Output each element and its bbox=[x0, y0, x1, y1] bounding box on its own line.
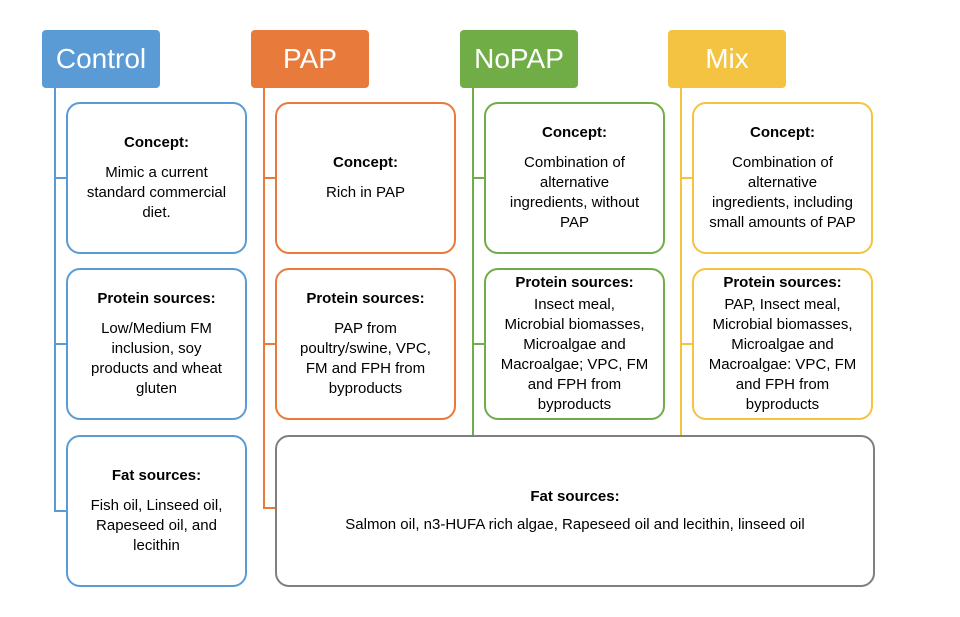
control-fat-box: Fat sources: Fish oil, Linseed oil, Rape… bbox=[66, 435, 247, 587]
mix-concept-text: Combination of alternative ingredients, … bbox=[709, 154, 856, 231]
mix-connector-concept bbox=[680, 177, 693, 179]
mix-connector-protein bbox=[680, 343, 693, 345]
pap-connector-concept bbox=[263, 177, 276, 179]
mix-header: Mix bbox=[668, 30, 786, 88]
control-protein-box: Protein sources: Low/Medium FM inclusion… bbox=[66, 268, 247, 420]
control-fat-text: Fish oil, Linseed oil, Rapeseed oil, and… bbox=[90, 497, 223, 554]
control-protein-title: Protein sources: bbox=[97, 290, 216, 307]
pap-connector-fat bbox=[263, 507, 276, 509]
nopap-protein-box: Protein sources: Insect meal, Microbial … bbox=[484, 268, 665, 420]
pap-protein-box: Protein sources: PAP from poultry/swine,… bbox=[275, 268, 456, 420]
mix-protein-title: Protein sources: bbox=[723, 274, 842, 291]
nopap-concept-box: Concept: Combination of alternative ingr… bbox=[484, 102, 665, 254]
pap-concept-title: Concept: bbox=[333, 154, 398, 171]
mix-protein-text: PAP, Insect meal, Microbial biomasses, M… bbox=[708, 296, 857, 413]
pap-protein-title: Protein sources: bbox=[306, 290, 425, 307]
shared-fat-title: Fat sources: bbox=[530, 488, 620, 505]
control-connector-protein bbox=[54, 343, 67, 345]
control-concept-text: Mimic a current standard commercial diet… bbox=[86, 164, 227, 221]
pap-connector-vertical bbox=[263, 88, 265, 509]
nopap-connector-protein bbox=[472, 343, 485, 345]
nopap-connector-concept bbox=[472, 177, 485, 179]
nopap-protein-text: Insect meal, Microbial biomasses, Microa… bbox=[500, 296, 649, 413]
mix-protein-box: Protein sources: PAP, Insect meal, Micro… bbox=[692, 268, 873, 420]
control-concept-box: Concept: Mimic a current standard commer… bbox=[66, 102, 247, 254]
nopap-header: NoPAP bbox=[460, 30, 578, 88]
pap-concept-box: Concept: Rich in PAP bbox=[275, 102, 456, 254]
pap-protein-text: PAP from poultry/swine, VPC, FM and FPH … bbox=[300, 320, 431, 397]
shared-fat-box: Fat sources: Salmon oil, n3-HUFA rich al… bbox=[275, 435, 875, 587]
pap-connector-protein bbox=[263, 343, 276, 345]
control-concept-title: Concept: bbox=[124, 134, 189, 151]
nopap-protein-title: Protein sources: bbox=[515, 274, 634, 291]
nopap-concept-text: Combination of alternative ingredients, … bbox=[509, 154, 640, 231]
mix-connector-vertical bbox=[680, 88, 682, 436]
pap-concept-text: Rich in PAP bbox=[326, 184, 405, 201]
nopap-connector-vertical bbox=[472, 88, 474, 436]
control-fat-title: Fat sources: bbox=[111, 467, 202, 484]
nopap-concept-title: Concept: bbox=[542, 124, 607, 141]
pap-header: PAP bbox=[251, 30, 369, 88]
mix-concept-title: Concept: bbox=[750, 124, 815, 141]
mix-concept-box: Concept: Combination of alternative ingr… bbox=[692, 102, 873, 254]
control-connector-concept bbox=[54, 177, 67, 179]
shared-fat-text: Salmon oil, n3-HUFA rich algae, Rapeseed… bbox=[345, 516, 805, 533]
control-connector-vertical bbox=[54, 88, 56, 512]
control-connector-fat bbox=[54, 510, 67, 512]
control-protein-text: Low/Medium FM inclusion, soy products an… bbox=[91, 320, 222, 397]
control-header: Control bbox=[42, 30, 160, 88]
